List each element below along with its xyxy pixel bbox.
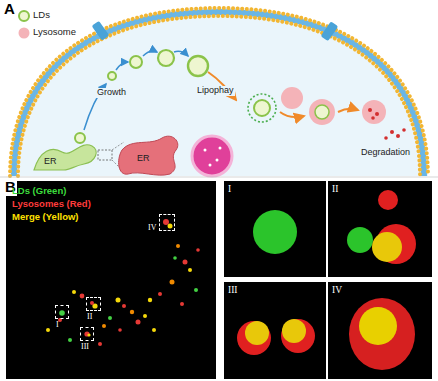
zoom-box: [98, 150, 112, 160]
ld: [158, 50, 174, 66]
roman-numeral: I: [228, 184, 231, 194]
inset-ground: [224, 282, 326, 379]
cell-body: [10, 8, 428, 176]
ld-spot: [347, 227, 373, 253]
membrane-inner: [18, 16, 420, 176]
merge-spot: [372, 232, 402, 262]
roi-box: I: [55, 305, 69, 319]
legend-text: Lysosome: [33, 27, 76, 37]
growth-arrow: [116, 62, 128, 70]
lysosome: [362, 100, 386, 124]
lysosome-spot: [349, 298, 415, 370]
organelle-label: ER: [137, 154, 150, 164]
inset-panel: II: [328, 181, 432, 277]
inset-panel: I: [224, 181, 326, 277]
growth-arrow: [174, 51, 188, 56]
growth-arrow: [143, 51, 157, 56]
ld: [75, 133, 85, 143]
membrane-outer: [10, 8, 428, 176]
lysosome-spot: [281, 319, 315, 353]
fluorescence-image: [6, 181, 216, 379]
inset-ground: [328, 181, 432, 277]
inset-panel: III: [224, 282, 326, 379]
lysosome-sample: [19, 28, 30, 39]
roi-box: IV: [159, 214, 175, 231]
autophagosome: [248, 94, 276, 122]
merge-spot: [282, 319, 306, 343]
inset-panel: IV: [328, 282, 432, 379]
organelle-label: ER: [44, 157, 57, 167]
inset-ground: [224, 181, 326, 277]
roi-box: III: [80, 327, 94, 341]
ld-spot: [253, 210, 297, 254]
lysosome-spot: [237, 321, 271, 355]
fluorescent-spots: [46, 219, 200, 346]
lysosome-spot: [378, 190, 398, 210]
lipophagy-arrow: [280, 112, 304, 117]
er-shape: [34, 145, 96, 170]
process-label: Degradation: [360, 148, 411, 158]
panel-letter: A: [4, 1, 15, 18]
roman-numeral: IV: [332, 285, 342, 295]
roman-numeral: III: [81, 343, 89, 352]
ld-sample: [19, 11, 29, 21]
legend-text: LDs: [33, 10, 50, 20]
ld: [108, 72, 116, 80]
lysosome-zoom: [192, 136, 232, 176]
ld: [130, 56, 142, 68]
lysosome: [309, 99, 335, 125]
process-label: Lipophay: [196, 86, 235, 96]
roman-numeral: IV: [148, 224, 156, 233]
channel-label: Lysosomes (Red): [12, 199, 91, 209]
ld: [315, 105, 329, 119]
channel: [321, 21, 339, 41]
channel: [92, 21, 110, 41]
merge-spot: [245, 321, 269, 345]
roi-box: II: [86, 297, 101, 311]
roman-numeral: III: [228, 285, 238, 295]
membrane-tails: [14, 12, 424, 176]
inset-ground: [328, 282, 432, 379]
lysosome: [281, 87, 303, 109]
ld: [188, 56, 208, 76]
ld: [254, 100, 270, 116]
roman-numeral: I: [56, 321, 59, 330]
merge-spot: [359, 307, 397, 345]
channel-label: LDs (Green): [12, 186, 66, 196]
roman-numeral: II: [332, 184, 338, 194]
roman-numeral: II: [87, 313, 92, 322]
er-zoom: [119, 136, 178, 175]
process-label: Growth: [96, 88, 127, 98]
channel-label: Merge (Yellow): [12, 212, 79, 222]
degradation-arrow: [338, 109, 358, 112]
